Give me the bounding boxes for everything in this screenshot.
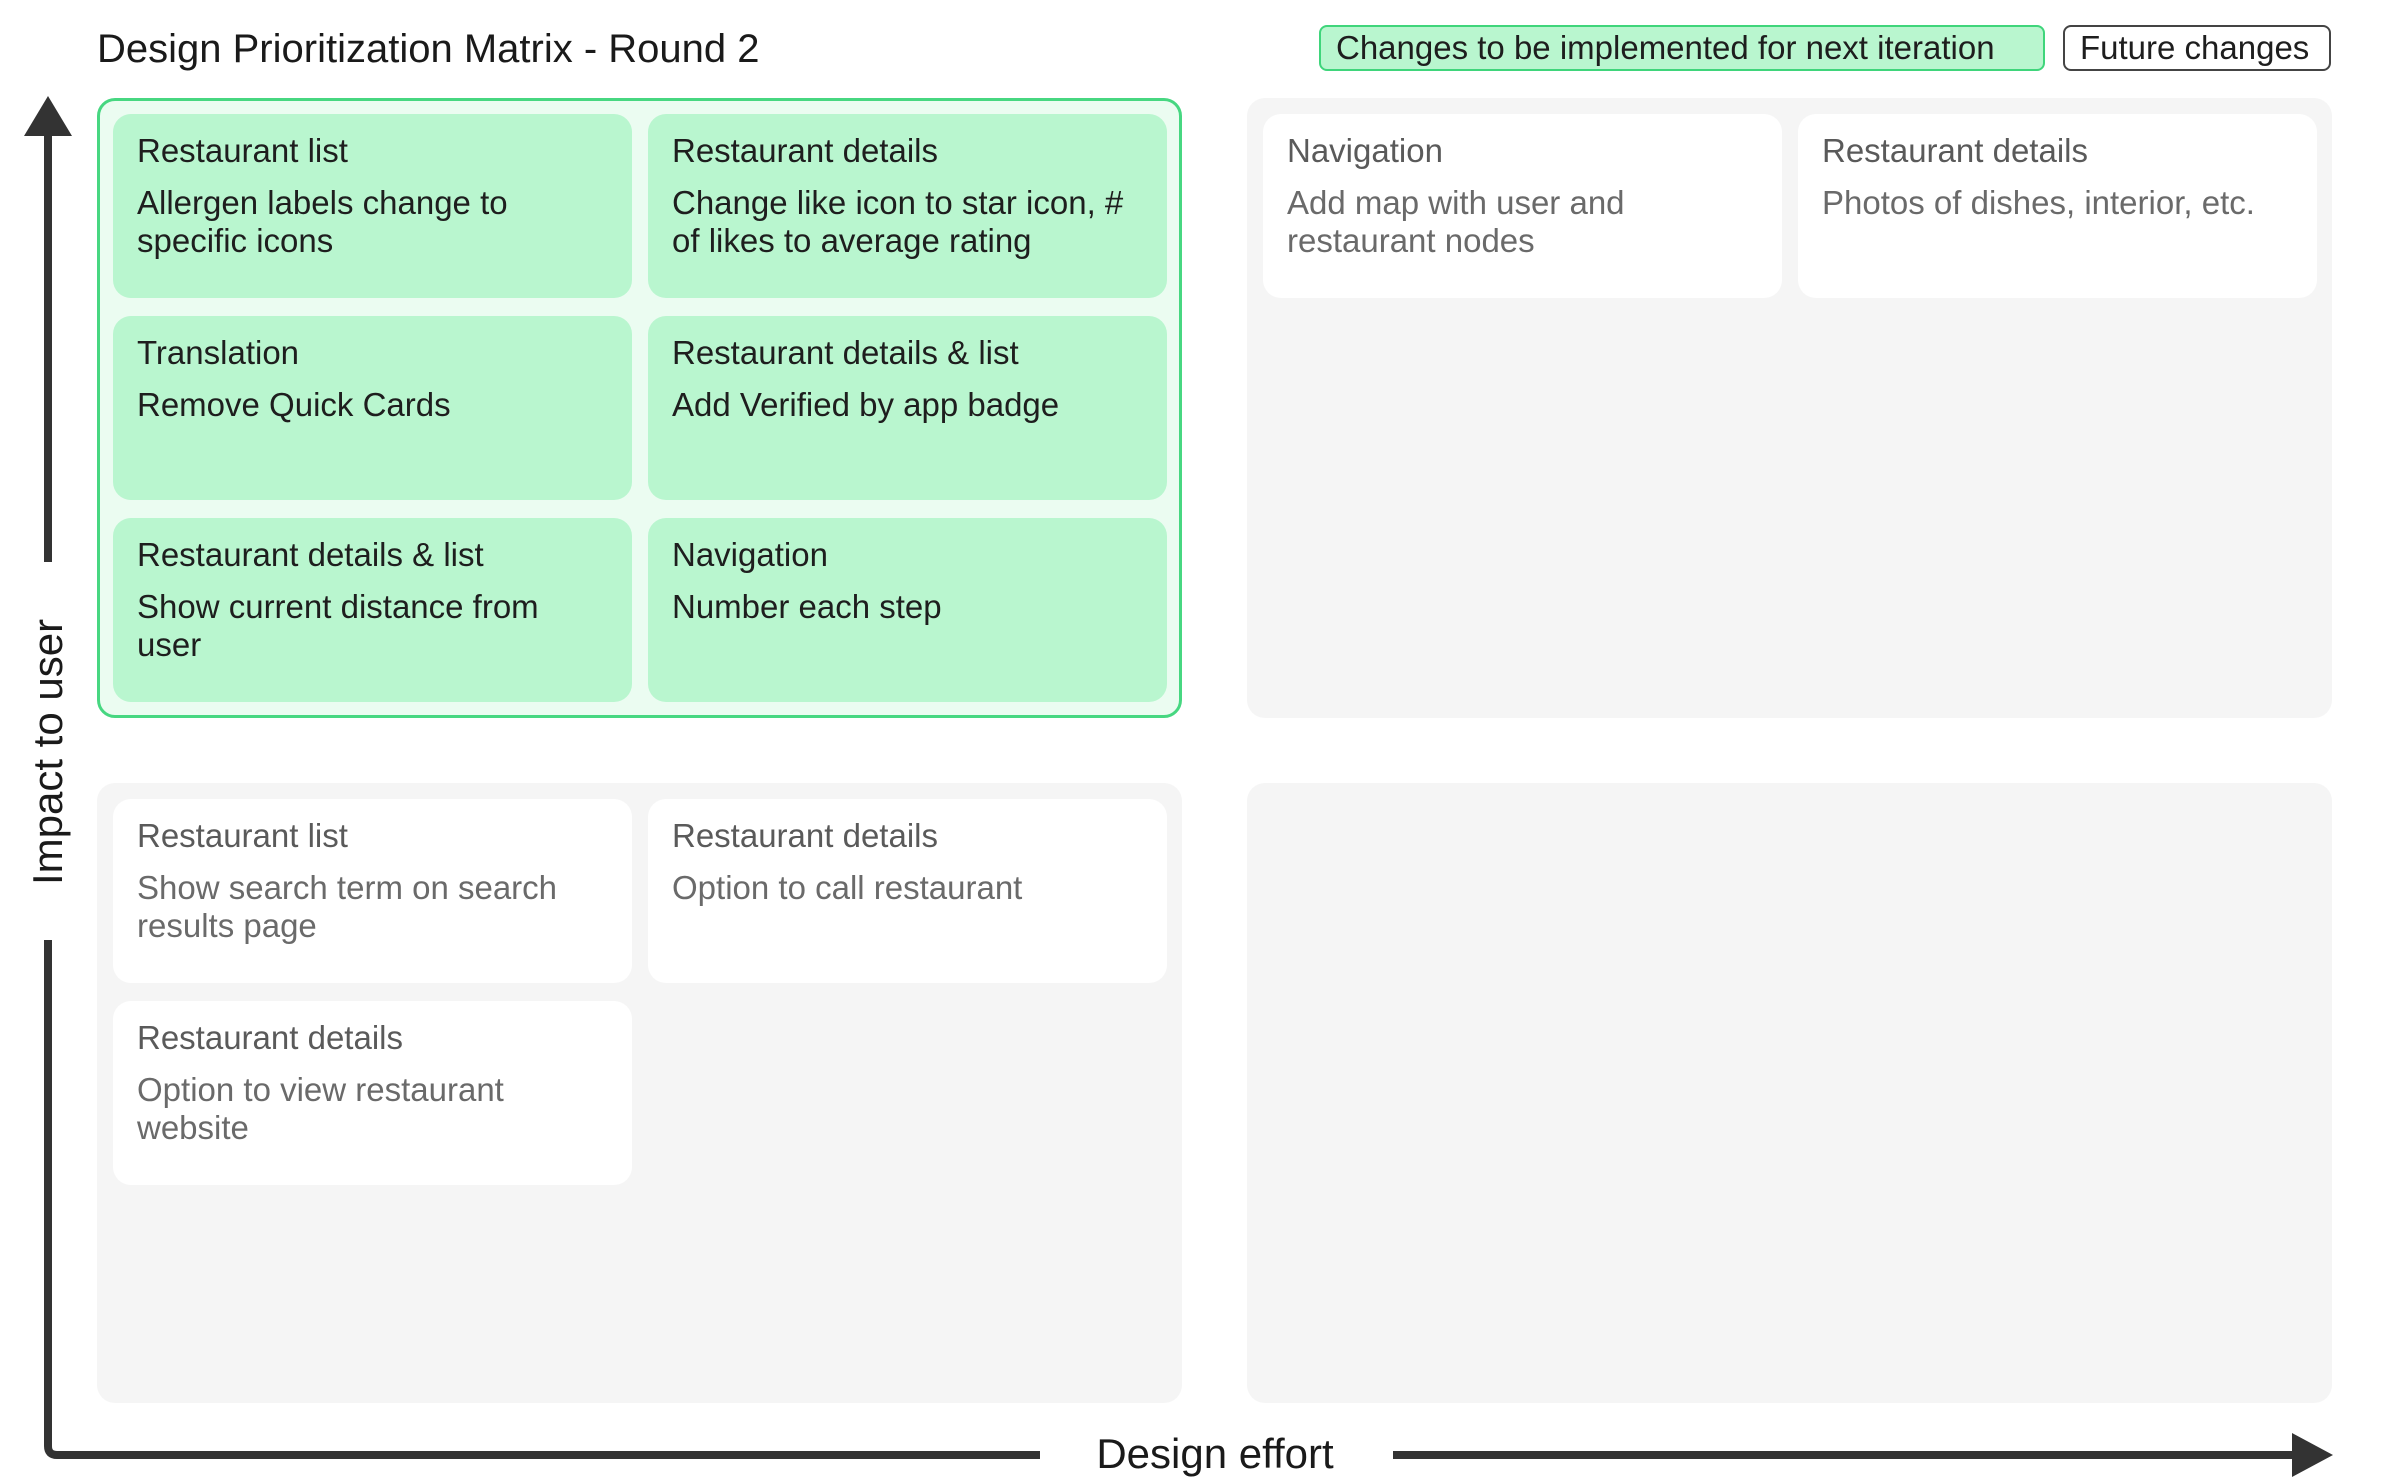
card-title: Translation bbox=[137, 334, 300, 371]
legend-future-changes: Future changes bbox=[2063, 25, 2331, 71]
card-text: Show current distance from user bbox=[137, 588, 539, 663]
card-remove-quick-cards[interactable]: Translation Remove Quick Cards bbox=[113, 316, 632, 500]
card-text: Add Verified by app badge bbox=[672, 386, 1060, 423]
card-photos[interactable]: Restaurant details Photos of dishes, int… bbox=[1798, 114, 2317, 298]
card-text: Add map with user and restaurant nodes bbox=[1287, 184, 1625, 259]
legend-implement-now: Changes to be implemented for next itera… bbox=[1319, 25, 2045, 71]
card-text: Show search term on search results page bbox=[137, 869, 558, 944]
card-text: Option to call restaurant bbox=[672, 869, 1023, 906]
card-text: Change like icon to star icon, # of like… bbox=[672, 184, 1124, 259]
y-axis-arrowhead bbox=[24, 96, 72, 136]
card-current-distance[interactable]: Restaurant details & list Show current d… bbox=[113, 518, 632, 702]
axes-corner-line bbox=[44, 940, 1040, 1459]
card-view-website[interactable]: Restaurant details Option to view restau… bbox=[113, 1001, 632, 1185]
card-text: Number each step bbox=[672, 588, 942, 625]
card-title: Restaurant details bbox=[137, 1019, 403, 1056]
quadrant-low-impact-high-effort bbox=[1247, 783, 2332, 1403]
page-title: Design Prioritization Matrix - Round 2 bbox=[97, 27, 760, 71]
card-title: Navigation bbox=[1287, 132, 1443, 169]
card-title: Restaurant details bbox=[672, 132, 938, 169]
x-axis-arrowhead bbox=[2292, 1433, 2333, 1477]
card-title: Restaurant list bbox=[137, 132, 348, 169]
quadrant-low-impact-low-effort: Restaurant list Show search term on sear… bbox=[97, 783, 1182, 1403]
card-title: Restaurant details bbox=[1822, 132, 2088, 169]
card-text: Photos of dishes, interior, etc. bbox=[1822, 184, 2255, 221]
x-axis-label: Design effort bbox=[1096, 1430, 1334, 1477]
card-add-map[interactable]: Navigation Add map with user and restaur… bbox=[1263, 114, 1782, 298]
quadrant-high-impact-high-effort: Navigation Add map with user and restaur… bbox=[1247, 98, 2332, 718]
card-text: Option to view restaurant website bbox=[137, 1071, 504, 1146]
card-number-steps[interactable]: Navigation Number each step bbox=[648, 518, 1167, 702]
card-title: Restaurant list bbox=[137, 817, 348, 854]
card-text: Remove Quick Cards bbox=[137, 386, 451, 423]
card-search-term[interactable]: Restaurant list Show search term on sear… bbox=[113, 799, 632, 983]
card-title: Navigation bbox=[672, 536, 828, 573]
quadrant-high-impact-low-effort: Restaurant list Allergen labels change t… bbox=[97, 98, 1182, 718]
card-title: Restaurant details bbox=[672, 817, 938, 854]
card-allergen-labels[interactable]: Restaurant list Allergen labels change t… bbox=[113, 114, 632, 298]
card-verified-badge[interactable]: Restaurant details & list Add Verified b… bbox=[648, 316, 1167, 500]
card-star-rating[interactable]: Restaurant details Change like icon to s… bbox=[648, 114, 1167, 298]
card-call-restaurant[interactable]: Restaurant details Option to call restau… bbox=[648, 799, 1167, 983]
card-title: Restaurant details & list bbox=[672, 334, 1019, 371]
card-title: Restaurant details & list bbox=[137, 536, 484, 573]
card-text: Allergen labels change to specific icons bbox=[137, 184, 508, 259]
